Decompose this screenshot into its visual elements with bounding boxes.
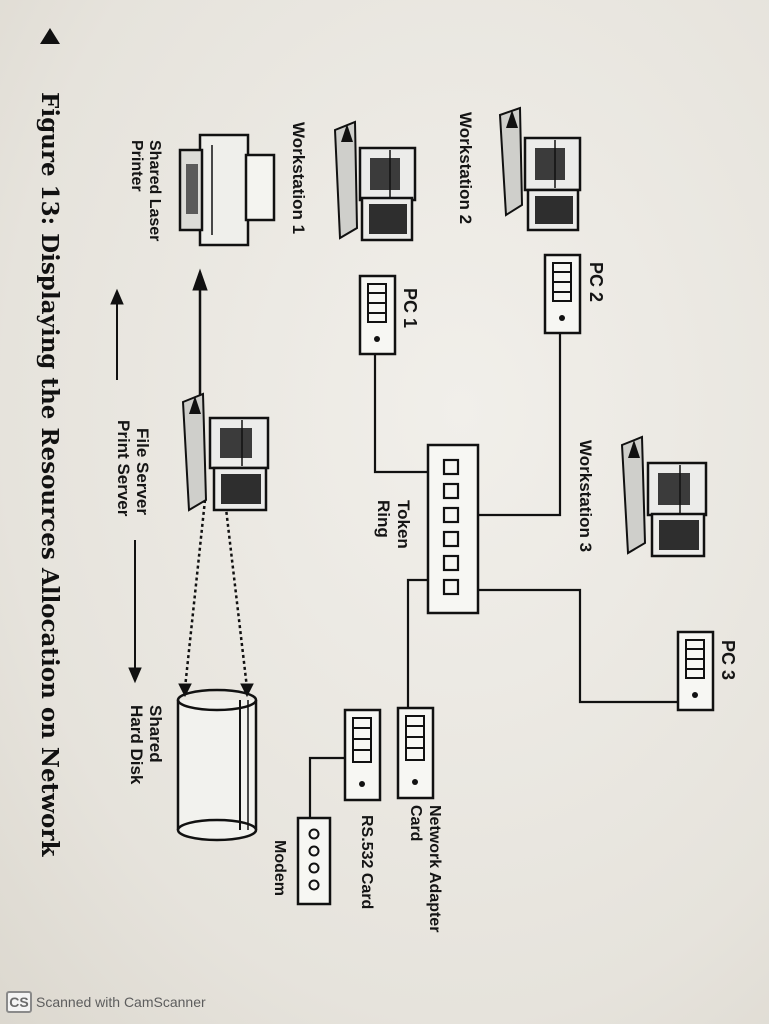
camscanner-logo-icon: CS: [6, 991, 32, 1013]
cabling: [308, 330, 680, 820]
shared-hard-disk-icon: [176, 688, 258, 842]
label-network-adapter-card-2: Card: [407, 805, 424, 841]
label-token-ring-1: Token: [394, 500, 413, 549]
cable-nic: [406, 578, 428, 708]
cable-pc2: [478, 330, 562, 517]
rs532-card-icon: [343, 708, 382, 802]
label-workstation-3: Workstation 3: [576, 440, 595, 552]
pc1-icon: [358, 274, 397, 356]
pc3-icon: [676, 630, 715, 712]
label-workstation-1: Workstation 1: [289, 122, 308, 234]
label-shared-laser-printer-1: Shared Laser: [146, 140, 163, 241]
label-network-adapter-card-1: Network Adapter: [426, 805, 443, 932]
cable-pc1: [373, 352, 428, 474]
workstation3-icon: [620, 435, 708, 558]
cable-modem: [308, 756, 345, 820]
modem-icon: [296, 816, 332, 906]
label-token-ring-2: Ring: [374, 500, 393, 538]
label-pc-1: PC 1: [400, 288, 420, 328]
caption-bullet-icon: [40, 28, 60, 44]
label-modem: Modem: [271, 840, 288, 896]
label-pc-2: PC 2: [586, 262, 606, 302]
label-shared-laser-printer-2: Printer: [128, 140, 145, 192]
label-pc-3: PC 3: [718, 640, 738, 680]
watermark-text: Scanned with CamScanner: [36, 994, 206, 1010]
cable-pc3: [478, 588, 680, 704]
workstation1-icon: [333, 120, 417, 242]
figure-caption: Figure 13: Displaying the Resources Allo…: [36, 92, 63, 857]
workstation2-icon: [498, 106, 582, 232]
label-print-server: Print Server: [114, 420, 133, 517]
file-server-icon: [181, 392, 270, 512]
network-adapter-card-icon: [396, 706, 435, 800]
shared-laser-printer-icon: [178, 133, 276, 247]
label-shared-hard-disk-1: Shared: [146, 705, 165, 763]
token-ring-hub-icon: [426, 443, 480, 615]
label-rs532-card: RS.532 Card: [358, 815, 375, 909]
label-shared-hard-disk-2: Hard Disk: [127, 705, 146, 785]
label-file-server: File Server: [133, 428, 152, 515]
pc2-icon: [543, 253, 582, 335]
camscanner-watermark: CS Scanned with CamScanner: [6, 989, 206, 1015]
server-links: [110, 268, 254, 698]
label-workstation-2: Workstation 2: [456, 112, 475, 224]
